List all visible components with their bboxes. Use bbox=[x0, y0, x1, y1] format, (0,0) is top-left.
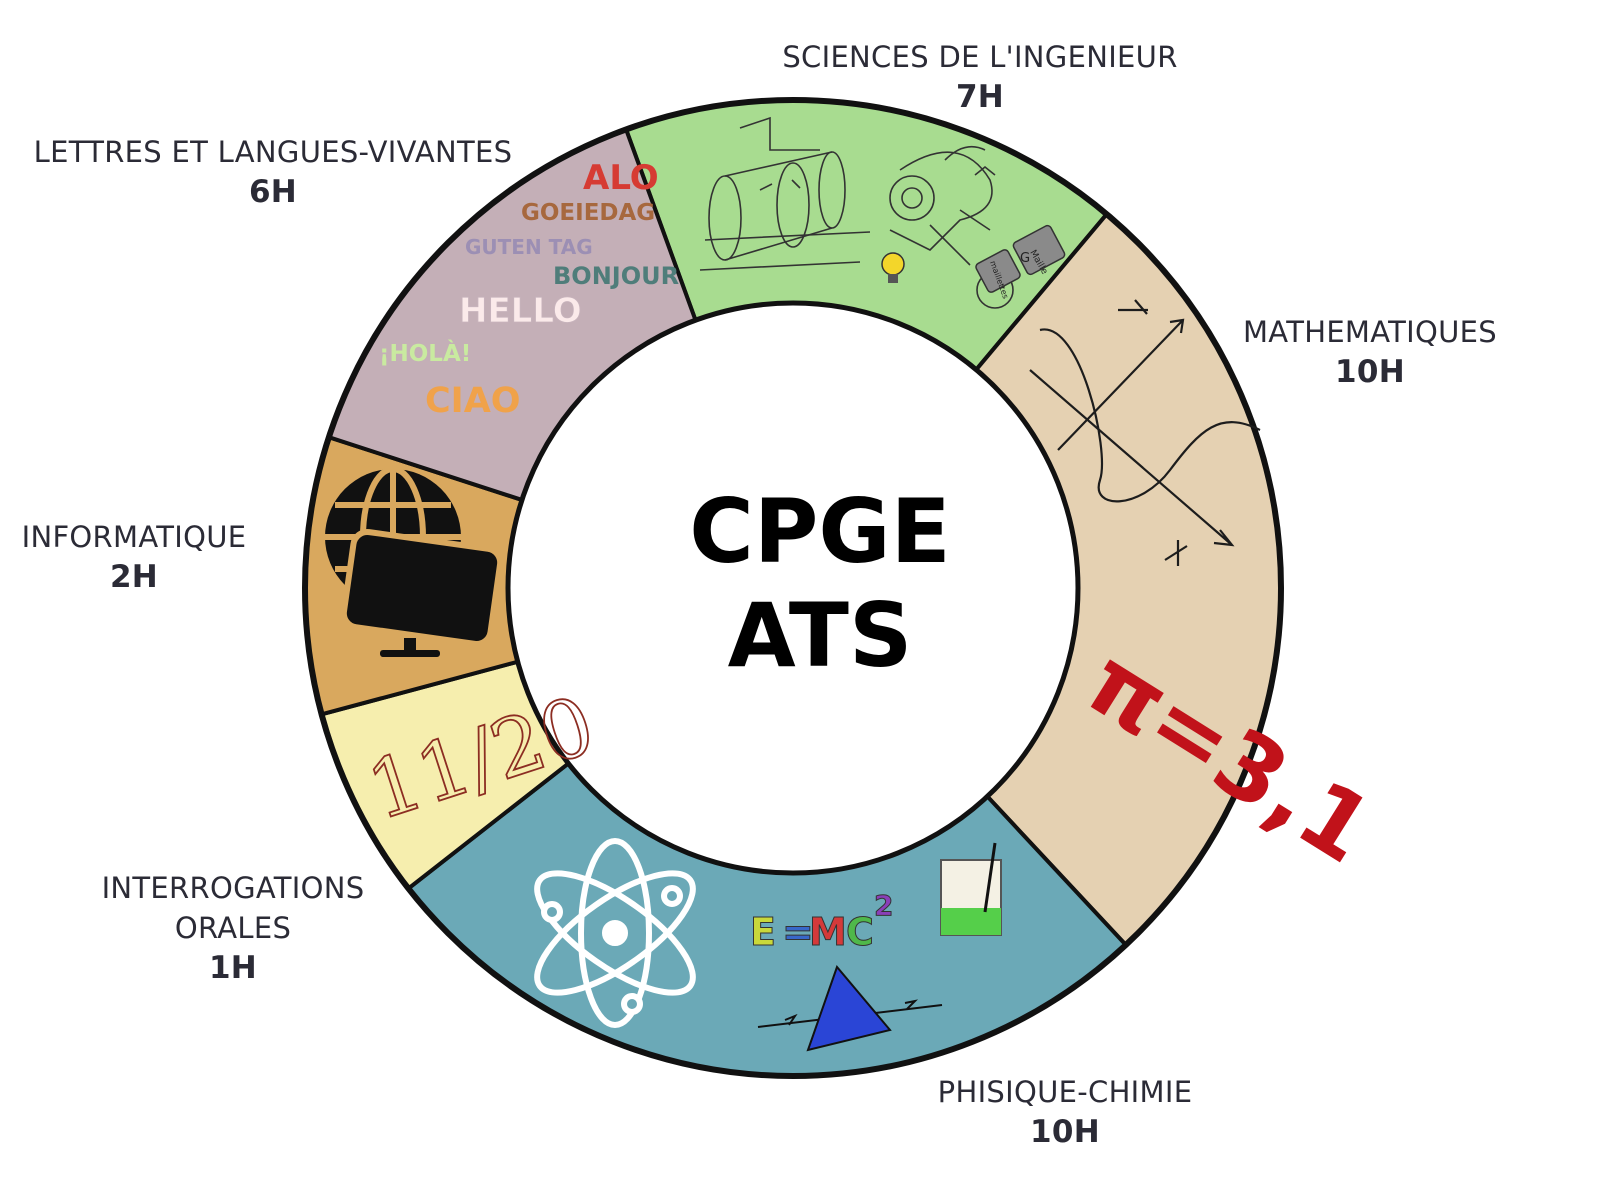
prism-icon bbox=[757, 965, 943, 1052]
label-mathematiques: MATHEMATIQUES 10H bbox=[1242, 315, 1497, 390]
lightbulb-icon bbox=[881, 252, 905, 283]
greeting-bonjour: BONJOUR bbox=[553, 262, 679, 290]
computer-globe-icon bbox=[325, 466, 504, 657]
ring-inner-border bbox=[505, 300, 1081, 876]
svg-text:2: 2 bbox=[874, 889, 893, 922]
math-graph-sketch bbox=[1029, 299, 1261, 566]
label-lettres-langues: LETTRES ET LANGUES-VIVANTES 6H bbox=[33, 135, 513, 210]
label-interrogations-orales: INTERROGATIONS ORALES 1H bbox=[101, 871, 365, 986]
svg-text:=: = bbox=[782, 910, 814, 954]
ring-outer-border bbox=[302, 97, 1284, 1079]
greeting-hello: HELLO bbox=[459, 291, 582, 331]
machine-boxes: Maille G maillettes bbox=[975, 224, 1066, 300]
svg-text:M: M bbox=[809, 910, 847, 954]
greetings-cloud: ALO GOEIEDAG GUTEN TAG BONJOUR HELLO ¡HO… bbox=[379, 158, 679, 421]
greeting-ciao: CIAO bbox=[425, 381, 521, 421]
emc2-formula: E = M C 2 bbox=[750, 889, 894, 955]
svg-text:C: C bbox=[846, 910, 874, 954]
greeting-hola: ¡HOLÀ! bbox=[379, 339, 471, 367]
greeting-alo: ALO bbox=[583, 158, 659, 198]
greeting-goeiedag: GOEIEDAG bbox=[521, 200, 655, 226]
label-sciences-ingenieur: SCIENCES DE L'INGENIEUR 7H bbox=[782, 40, 1178, 115]
label-physique-chimie: PHISIQUE-CHIMIE 10H bbox=[937, 1075, 1193, 1150]
machine-label-g: G bbox=[1020, 251, 1030, 266]
center-title-line2: ATS bbox=[727, 584, 913, 687]
beaker-icon bbox=[940, 842, 1002, 936]
center-title-line1: CPGE bbox=[689, 480, 951, 583]
greeting-guten-tag: GUTEN TAG bbox=[465, 235, 593, 259]
engineering-sketch-illustration bbox=[699, 116, 1014, 309]
center-title: CPGE ATS bbox=[640, 480, 1000, 688]
atom-icon bbox=[534, 838, 696, 1028]
svg-text:E: E bbox=[750, 910, 776, 954]
label-informatique: INFORMATIQUE 2H bbox=[21, 520, 247, 595]
